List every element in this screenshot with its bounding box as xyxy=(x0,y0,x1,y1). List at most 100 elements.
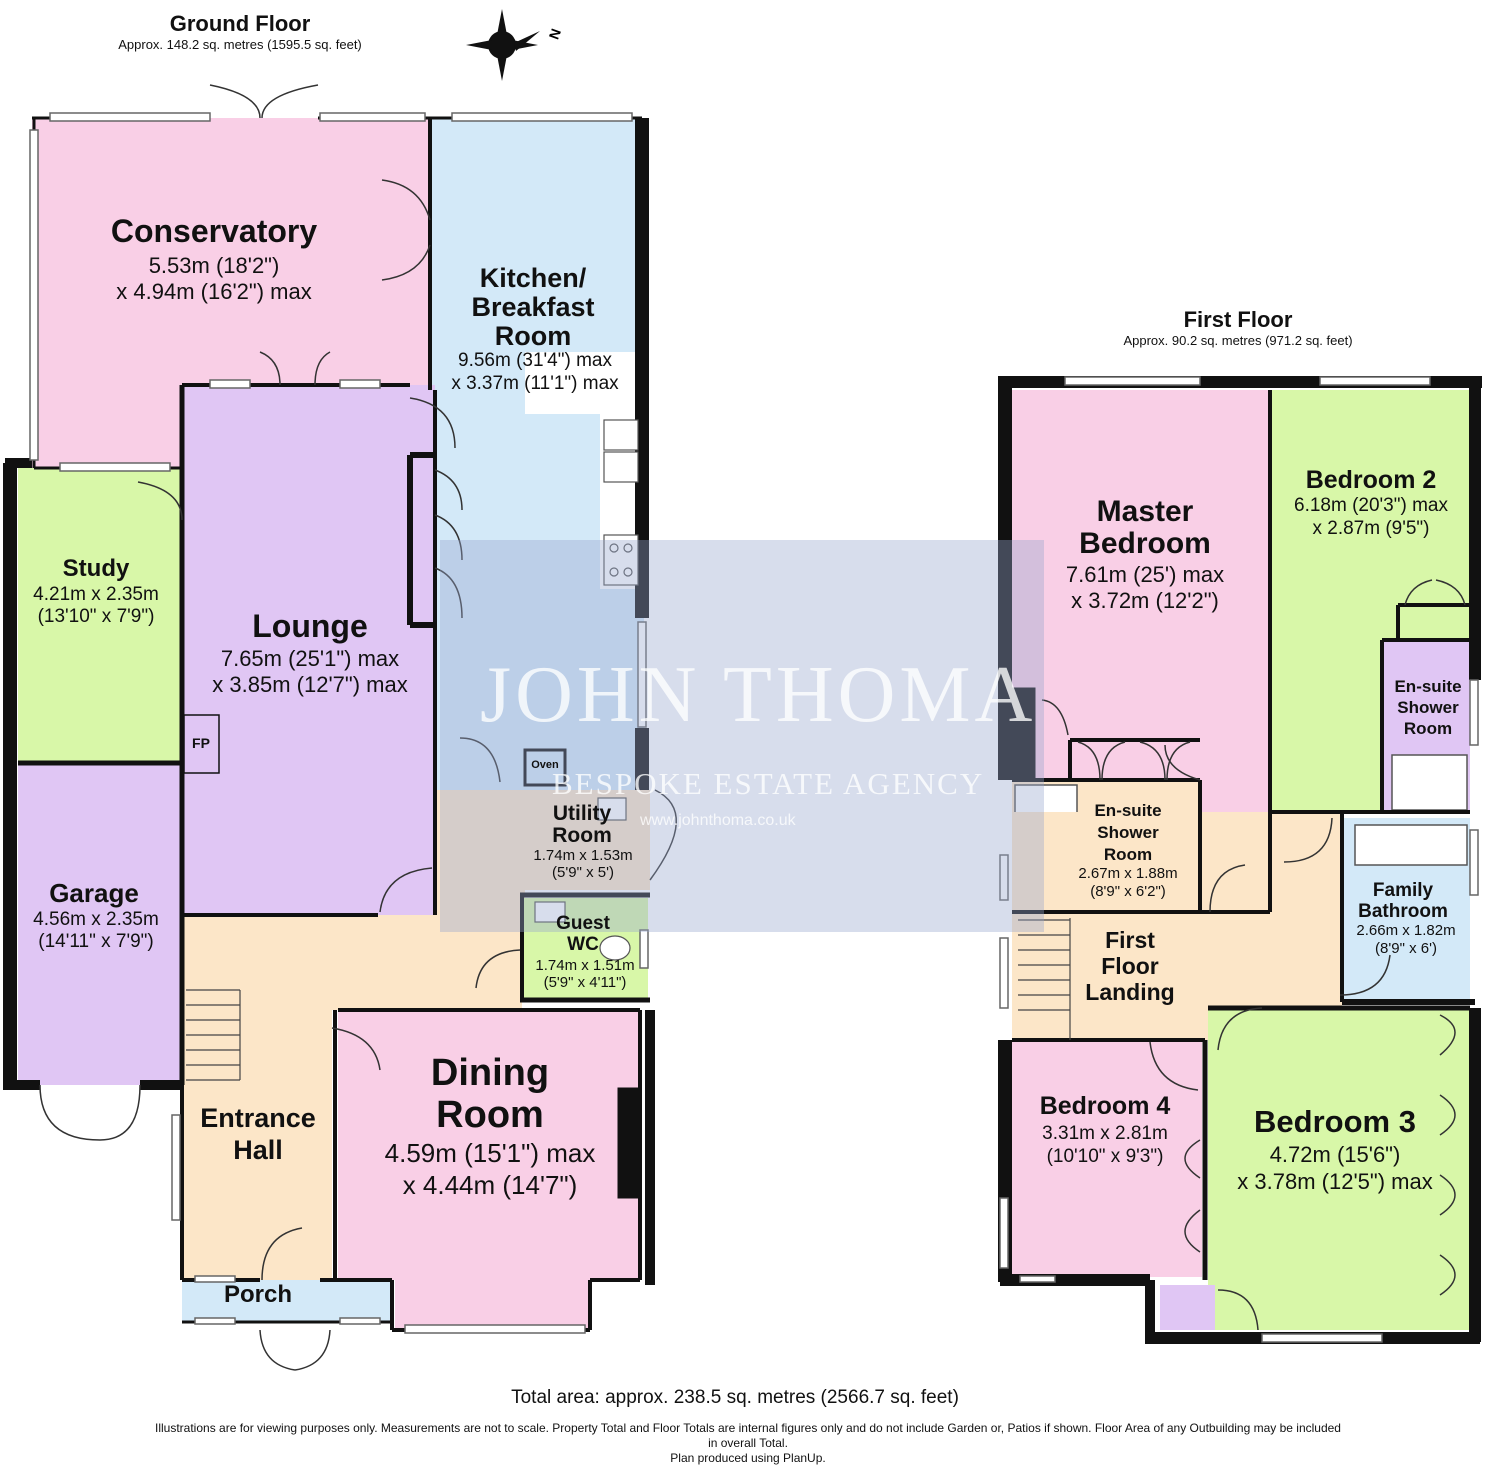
conservatory-dim1: 5.53m (18'2") xyxy=(148,253,280,278)
utility-room xyxy=(520,790,650,890)
utility-label-1: Utility xyxy=(552,802,612,825)
first-stairs xyxy=(1018,918,1071,1040)
garage-label: Garage xyxy=(49,878,139,908)
ensuite-master-dim1: 2.67m x 1.88m xyxy=(1078,865,1178,882)
landing-label-3: Landing xyxy=(1085,979,1175,1005)
disclaimer-line-2: in overall Total. xyxy=(708,1436,788,1450)
entrance-hall-label-2: Hall xyxy=(233,1135,283,1165)
hallway-inner xyxy=(435,790,525,920)
landing-label-2: Floor xyxy=(1101,953,1159,979)
conservatory-dim2: x 4.94m (16'2") max xyxy=(116,279,312,304)
first-doors xyxy=(1041,579,1466,1331)
dining-label-2: Room xyxy=(436,1094,544,1136)
bedroom3-room xyxy=(1208,1008,1470,1330)
garage-dim2: (14'11" x 7'9") xyxy=(38,931,154,952)
bedroom2-dim2: x 2.87m (9'5") xyxy=(1312,518,1430,539)
first-floor-area: Approx. 90.2 sq. metres (971.2 sq. feet) xyxy=(1123,333,1353,348)
lounge-dim2: x 3.85m (12'7") max xyxy=(212,672,408,697)
ensuite-master-label-1: En-suite xyxy=(1094,801,1162,820)
dining-bay xyxy=(395,1280,590,1330)
study-dim2: (13'10" x 7'9") xyxy=(37,606,155,627)
ground-windows xyxy=(29,112,649,1334)
bedroom3-dim2: x 3.78m (12'5") max xyxy=(1237,1169,1433,1194)
bedroom3-dim1: 4.72m (15'6") xyxy=(1269,1142,1401,1167)
ensuite2-label-1: En-suite xyxy=(1394,677,1462,696)
entrance-hall-label-1: Entrance xyxy=(200,1103,316,1133)
garage-dim1: 4.56m x 2.35m xyxy=(33,909,159,930)
master-bedroom-dim1: 7.61m (25') max xyxy=(1065,562,1225,587)
bedroom4-dim2: (10'10" x 9'3") xyxy=(1046,1146,1164,1167)
fireplace-label: FP xyxy=(192,735,210,751)
ensuite-master-label-2: Shower xyxy=(1097,823,1159,842)
bath xyxy=(1354,824,1468,866)
disclaimer-line-1: Illustrations are for viewing purposes o… xyxy=(155,1421,1341,1435)
kitchen-fixtures xyxy=(534,419,639,961)
ensuite2-label-2: Shower xyxy=(1397,698,1459,717)
dining-room xyxy=(338,1010,640,1280)
bedroom4-dim1: 3.31m x 2.81m xyxy=(1042,1123,1168,1144)
entrance-hall-room xyxy=(182,1005,332,1280)
conservatory-label: Conservatory xyxy=(110,213,318,249)
family-bathroom-dim2: (8'9" x 6') xyxy=(1375,940,1437,957)
master-bedroom-label-2: Bedroom xyxy=(1079,527,1211,560)
kitchen-worktop xyxy=(525,352,643,414)
family-bathroom-dim1: 2.66m x 1.82m xyxy=(1356,922,1456,939)
compass-icon: N xyxy=(466,9,564,81)
porch-room xyxy=(182,1280,392,1322)
kitchen-label-3: Room xyxy=(494,321,572,351)
ensuite-master-dim2: (8'9" x 6'2") xyxy=(1090,883,1166,900)
compass-north-label: N xyxy=(546,26,564,41)
hallway xyxy=(182,915,522,1010)
watermark-panel xyxy=(440,540,1044,932)
family-bathroom-label-2: Bathroom xyxy=(1358,901,1448,922)
study-label: Study xyxy=(62,555,130,582)
oven xyxy=(523,748,567,787)
bedroom3-label: Bedroom 3 xyxy=(1254,1104,1416,1139)
kitchen-dim2: x 3.37m (11'1") max xyxy=(451,373,619,394)
oven-label: Oven xyxy=(531,759,559,771)
utility-dim1: 1.74m x 1.53m xyxy=(533,847,633,864)
utility-dim2: (5'9" x 5') xyxy=(552,864,614,881)
ground-floor-area: Approx. 148.2 sq. metres (1595.5 sq. fee… xyxy=(118,37,362,52)
lounge-label: Lounge xyxy=(252,608,368,644)
master-bedroom-dim2: x 3.72m (12'2") xyxy=(1071,588,1219,613)
dining-label-1: Dining xyxy=(430,1052,550,1094)
first-floor-title: First Floor xyxy=(1183,307,1293,332)
lounge-room xyxy=(182,385,435,915)
ground-doors xyxy=(39,84,678,1371)
ground-stairs xyxy=(186,989,241,1081)
ensuite-2-shower xyxy=(1391,754,1468,811)
study-dim1: 4.21m x 2.35m xyxy=(33,584,159,605)
family-bathroom-label-1: Family xyxy=(1372,880,1434,901)
kitchen-dim1: 9.56m (31'4") max xyxy=(458,350,612,371)
total-area: Total area: approx. 238.5 sq. metres (25… xyxy=(511,1387,959,1408)
bedroom2-dim1: 6.18m (20'3") max xyxy=(1294,495,1448,516)
porch-label: Porch xyxy=(223,1281,292,1308)
ensuite2-label-3: Room xyxy=(1403,719,1453,738)
guest-wc-label-2: WC xyxy=(567,934,599,955)
guest-wc-dim1: 1.74m x 1.51m xyxy=(535,957,635,974)
plan-credit: Plan produced using PlanUp. xyxy=(670,1451,826,1465)
ground-floor-title: Ground Floor xyxy=(169,11,311,36)
utility-label-2: Room xyxy=(552,824,612,847)
study-room xyxy=(18,468,180,763)
watermark-name: JOHN THOMA xyxy=(480,651,1037,739)
master-bedroom-label-1: Master xyxy=(1096,495,1194,528)
first-floor xyxy=(998,376,1482,1344)
landing-label-1: First xyxy=(1105,927,1155,953)
ground-walls xyxy=(3,116,655,1332)
watermark-tagline: BESPOKE ESTATE AGENCY xyxy=(552,766,985,801)
cupboard xyxy=(1160,1285,1215,1330)
landing-room-lower xyxy=(1270,812,1342,1002)
ensuite-master-label-3: Room xyxy=(1103,845,1153,864)
guest-wc-dim2: (5'9" x 4'11") xyxy=(543,974,627,991)
fireplace xyxy=(183,714,220,774)
dining-dim1: 4.59m (15'1") max xyxy=(384,1138,596,1168)
guest-wc-label-1: Guest xyxy=(556,913,610,934)
bedroom2-label: Bedroom 2 xyxy=(1305,466,1437,494)
watermark-url: www.johnthoma.co.uk xyxy=(640,812,796,829)
ground-floor xyxy=(3,84,678,1371)
kitchen-label-2: Breakfast xyxy=(471,292,595,322)
garage-room xyxy=(18,763,180,1085)
